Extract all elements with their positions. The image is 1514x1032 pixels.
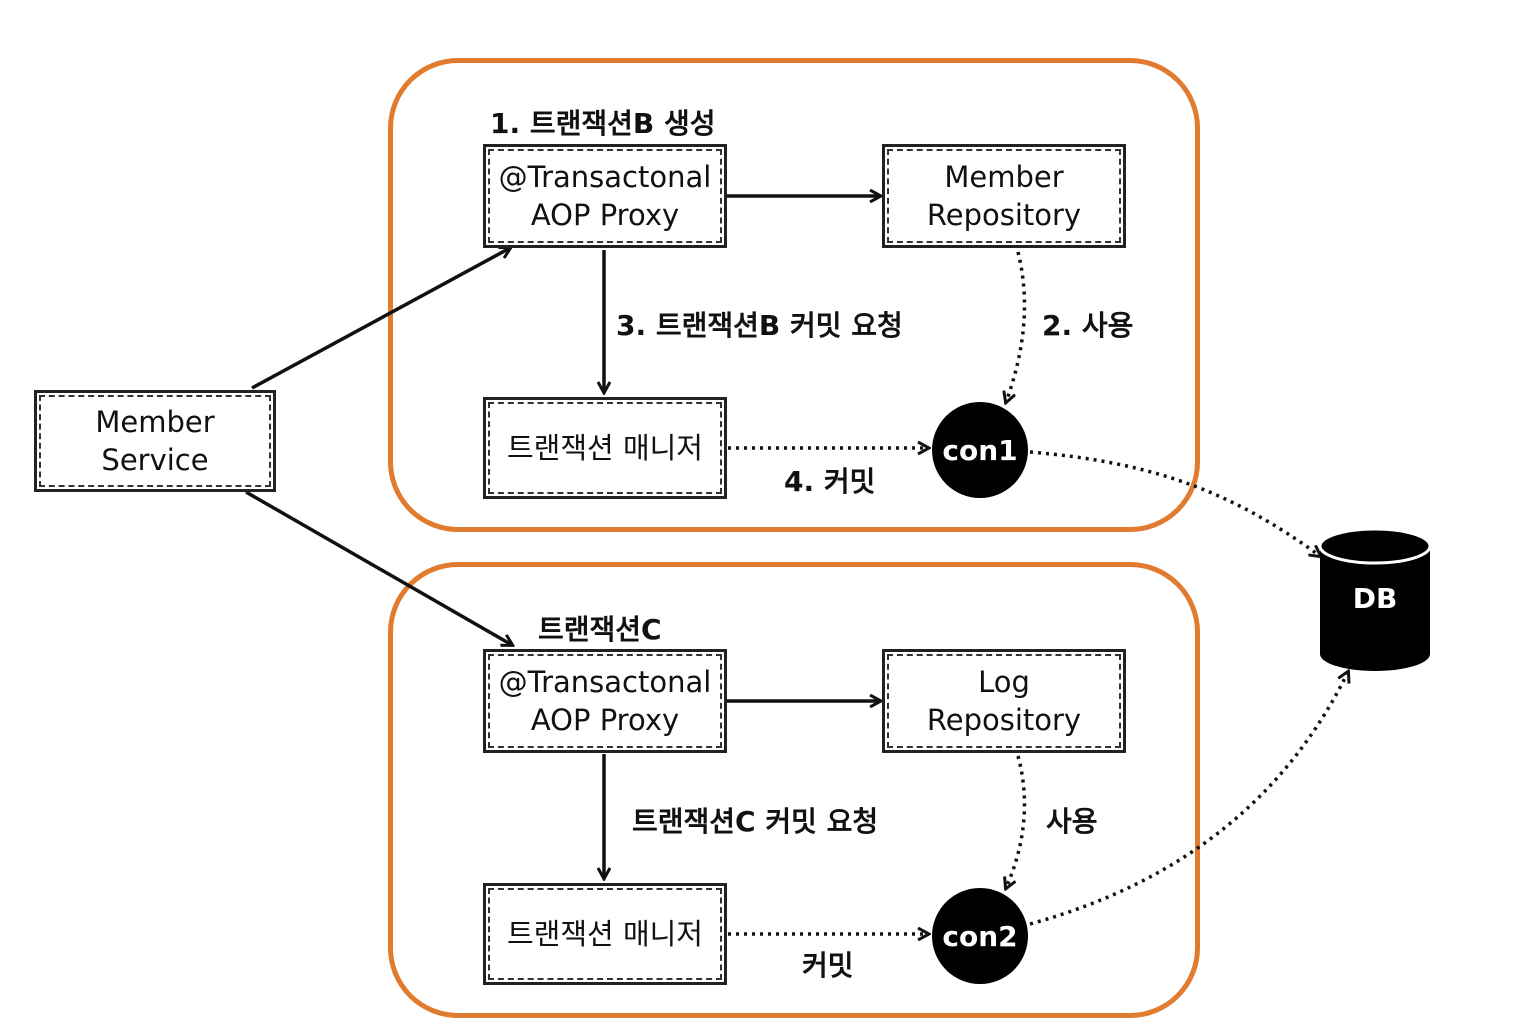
- use-b-label: 2. 사용: [1042, 309, 1134, 342]
- member-repository-node: Member Repository: [882, 144, 1126, 248]
- transaction-b-title: 1. 트랜잭션B 생성: [490, 107, 716, 140]
- edge-service-to-proxy-b: [251, 248, 510, 390]
- tx-manager-b-text: 트랜잭션 매니저: [507, 431, 703, 465]
- aop-proxy-c-node: @Transactonal AOP Proxy: [483, 649, 727, 753]
- member-service-line1: Member: [95, 405, 215, 439]
- commit-request-b-label: 3. 트랜잭션B 커밋 요청: [616, 309, 903, 342]
- commit-request-c-label: 트랜잭션C 커밋 요청: [632, 805, 879, 838]
- edge-repo-c-to-con2: [1006, 755, 1027, 888]
- member-repository-line1: Member: [944, 160, 1064, 194]
- member-service-line2: Service: [101, 443, 209, 477]
- database-cylinder: [1318, 527, 1432, 671]
- transaction-c-group: [388, 562, 1200, 1018]
- database-label: DB: [1352, 582, 1398, 615]
- commit-c-label: 커밋: [802, 949, 854, 982]
- edge-con1-to-db: [1029, 450, 1320, 556]
- use-c-label: 사용: [1046, 805, 1098, 838]
- tx-manager-b-node: 트랜잭션 매니저: [483, 397, 727, 499]
- edge-repo-b-to-con1: [1006, 251, 1027, 402]
- edge-con2-to-db: [1029, 672, 1348, 926]
- transaction-b-group: [388, 58, 1200, 532]
- tx-manager-c-text: 트랜잭션 매니저: [507, 917, 703, 951]
- member-service-node: Member Service: [34, 390, 276, 492]
- member-repository-line2: Repository: [926, 198, 1082, 232]
- con1-node: con1: [932, 402, 1028, 498]
- aop-proxy-c-line2: AOP Proxy: [530, 703, 680, 737]
- log-repository-node: Log Repository: [882, 649, 1126, 753]
- transaction-c-title: 트랜잭션C: [538, 613, 662, 646]
- aop-proxy-b-line1: @Transactonal: [498, 160, 712, 194]
- log-repository-line1: Log: [978, 665, 1030, 699]
- tx-manager-c-node: 트랜잭션 매니저: [483, 883, 727, 985]
- con2-node: con2: [932, 888, 1028, 984]
- aop-proxy-b-node: @Transactonal AOP Proxy: [483, 144, 727, 248]
- aop-proxy-b-line2: AOP Proxy: [530, 198, 680, 232]
- aop-proxy-c-line1: @Transactonal: [498, 665, 712, 699]
- log-repository-line2: Repository: [926, 703, 1082, 737]
- edge-service-to-proxy-c: [245, 490, 512, 645]
- commit-b-label: 4. 커밋: [784, 465, 876, 498]
